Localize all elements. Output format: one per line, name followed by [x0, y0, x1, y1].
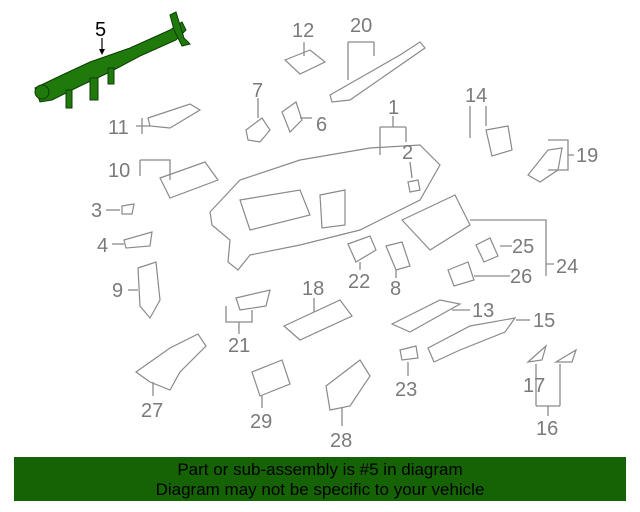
callout-16: 16	[536, 418, 558, 440]
callout-3: 3	[91, 200, 102, 222]
part-6[interactable]	[281, 101, 303, 134]
callout-9: 9	[112, 280, 123, 302]
footer-line-1: Part or sub-assembly is #5 in diagram	[177, 460, 463, 479]
callout-8: 8	[390, 278, 401, 300]
callout-labels: 5 12 20 7 6 11 1 2 14 19 10 3 4 25 24 26…	[91, 15, 598, 452]
part-5-crossbeam[interactable]	[34, 11, 191, 109]
part-24[interactable]	[401, 194, 471, 251]
callout-2: 2	[402, 142, 413, 164]
part-10[interactable]	[159, 161, 219, 199]
part-19[interactable]	[527, 147, 563, 183]
part-22[interactable]	[347, 235, 377, 263]
part-3[interactable]	[121, 203, 135, 215]
footer-line-2: Diagram may not be specific to your vehi…	[155, 480, 485, 499]
callout-6: 6	[316, 114, 327, 136]
callout-18: 18	[302, 278, 324, 300]
callout-27: 27	[141, 400, 163, 422]
part-18[interactable]	[282, 299, 353, 341]
callout-23: 23	[395, 379, 417, 401]
callout-10: 10	[108, 160, 130, 182]
callout-7: 7	[252, 80, 263, 102]
callout-14: 14	[465, 85, 487, 107]
part-14[interactable]	[485, 125, 513, 157]
part-13[interactable]	[390, 299, 462, 333]
callout-28: 28	[330, 430, 352, 452]
part-2[interactable]	[407, 179, 421, 193]
callout-29: 29	[250, 411, 272, 433]
footer-banner: Part or sub-assembly is #5 in diagram Di…	[14, 457, 626, 501]
callout-12: 12	[292, 20, 314, 42]
callout-21: 21	[228, 335, 250, 357]
callout-5: 5	[95, 19, 106, 41]
part-16[interactable]	[553, 348, 578, 363]
callout-11: 11	[108, 117, 129, 139]
callout-19: 19	[576, 145, 598, 167]
part-9[interactable]	[137, 261, 161, 320]
part-29[interactable]	[251, 359, 291, 397]
part-26[interactable]	[447, 261, 475, 287]
callout-13: 13	[472, 300, 494, 322]
callout-4: 4	[97, 235, 108, 257]
part-28[interactable]	[325, 359, 371, 411]
part-23[interactable]	[399, 345, 419, 361]
callout-20: 20	[350, 15, 372, 37]
part-17[interactable]	[526, 344, 548, 363]
part-20[interactable]	[329, 41, 426, 103]
part-8[interactable]	[385, 241, 411, 271]
callout-1: 1	[388, 97, 399, 119]
part-11[interactable]	[147, 103, 202, 129]
callout-24: 24	[556, 256, 578, 278]
part-7[interactable]	[245, 117, 271, 143]
callout-17: 17	[523, 375, 545, 397]
callout-25: 25	[512, 236, 534, 258]
part-15[interactable]	[427, 317, 517, 363]
part-27[interactable]	[134, 333, 207, 391]
part-12[interactable]	[283, 49, 327, 75]
part-4[interactable]	[123, 231, 153, 249]
callout-22: 22	[348, 271, 370, 293]
callout-15: 15	[533, 310, 555, 332]
part-25[interactable]	[475, 237, 499, 263]
part-21[interactable]	[235, 289, 271, 311]
callout-26: 26	[510, 266, 532, 288]
